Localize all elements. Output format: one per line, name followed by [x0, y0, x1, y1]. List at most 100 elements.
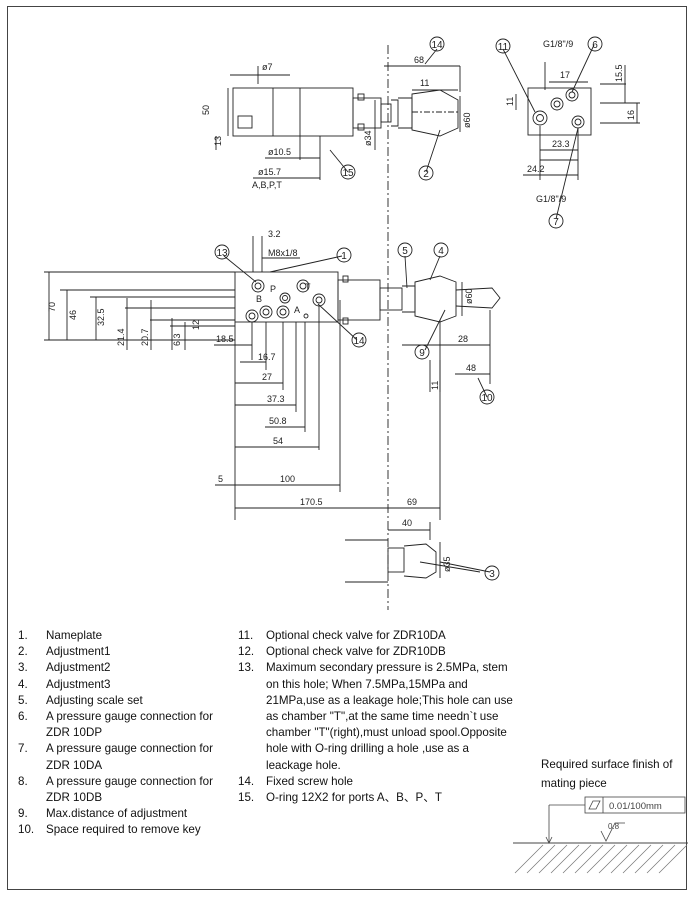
callout-4: 4	[433, 242, 449, 258]
legend-text: Adjustment3	[46, 677, 111, 691]
leader-lines	[223, 44, 595, 573]
dimension-label: 170.5	[300, 497, 323, 507]
callout-14: 14	[351, 332, 367, 348]
legend-text: Max.distance of adjustment	[46, 807, 188, 821]
legend-number: 1.	[18, 629, 28, 642]
dimension-label: 1	[341, 251, 347, 262]
surface-finish-title: Required surface finish of mating piece	[541, 758, 673, 790]
dimension-label: 3.2	[268, 229, 281, 239]
dimension-label: 6	[592, 40, 598, 51]
legend-item: 6. A pressure gauge connection for ZDR 10…	[18, 709, 223, 741]
dimension-label: 5	[402, 246, 408, 257]
legend-text: A pressure gauge connection for ZDR 10DA	[46, 742, 213, 772]
dimension-label: 21.4	[116, 328, 126, 346]
legend-number: 6.	[18, 710, 28, 724]
dimension-label: 24.2	[527, 164, 545, 174]
front-view-dims: 3.2 M8x1/8 70 46 32.5 21.4 20.7 6.3 12 1…	[47, 229, 476, 507]
hatch	[514, 844, 688, 874]
dimension-label: T	[305, 282, 311, 292]
legend-number: 5.	[18, 693, 28, 707]
flatness-value: 0.01/100mm	[609, 801, 662, 812]
legend-item: 14. Fixed screw hole	[238, 774, 513, 790]
callout-6: 6	[587, 36, 603, 52]
legend-item: 4. Adjustment3	[18, 677, 223, 693]
legend-text: Optional check valve for ZDR10DA	[266, 629, 446, 642]
dimension-label: 13	[216, 248, 228, 259]
dimension-label: A,B,P,T	[252, 180, 282, 190]
legend-text: Adjusting scale set	[46, 693, 143, 707]
legend-number: 12.	[238, 645, 255, 659]
legend-number: 15.	[238, 791, 255, 805]
top-view	[215, 65, 461, 180]
dimension-label: ø10.5	[268, 147, 291, 157]
dimension-label: ø60	[464, 288, 474, 304]
bottom-view	[345, 522, 481, 583]
callout-1: 1	[336, 247, 352, 263]
legend-item: 8.A pressure gauge connection for ZDR 10…	[18, 774, 223, 806]
dimension-label: 9	[419, 348, 425, 359]
top-view-dims: ø7 50 13 ø10.5 ø15.7 A,B,P,T ø34 68 11 ø…	[201, 55, 472, 190]
legend-item: 11. Optional check valve for ZDR10DA	[238, 628, 513, 644]
dimension-label: 46	[68, 310, 78, 320]
bottom-view-dims: 40 ø35	[402, 518, 452, 572]
dimension-label: 28	[458, 334, 468, 344]
callout-15: 15	[340, 164, 356, 180]
legend-item: 2.Adjustment1	[18, 644, 223, 660]
legend-text: Nameplate	[46, 629, 103, 642]
dimension-label: 70	[47, 302, 57, 312]
dimension-label: ø35	[442, 556, 452, 572]
roughness-value: 0.8	[608, 822, 620, 831]
dimension-label: ø60	[462, 112, 472, 128]
legend-number: 3.	[18, 661, 28, 675]
side-view	[515, 62, 640, 180]
legend-item: 9.Max.distance of adjustment	[18, 806, 223, 822]
legend-number: 2.	[18, 645, 28, 659]
dimension-label: 50	[201, 105, 211, 115]
dimension-label: 11	[420, 78, 429, 88]
dimension-label: 4	[438, 246, 444, 257]
legend-text: Fixed screw hole	[266, 774, 353, 788]
legend-item: 3.Adjustment2	[18, 660, 223, 676]
callout-9: 14	[429, 36, 445, 52]
dimension-label: G1/8"/9	[543, 39, 573, 49]
dimension-label: 16.7	[258, 352, 276, 362]
legend-item: 5. Adjusting scale set	[18, 693, 223, 709]
legend-text: O-ring 12X2 for ports A、B、P、T	[266, 791, 442, 805]
dimension-label: 12	[191, 320, 201, 330]
dimension-label: 68	[414, 55, 424, 65]
legend-text: Space required to remove key	[46, 823, 201, 837]
dimension-label: 2	[423, 169, 429, 180]
callout-2: 2	[418, 165, 434, 181]
callout-7: 7	[548, 213, 564, 229]
dimension-label: 11	[498, 42, 509, 53]
surface-finish-note: Required surface finish of mating piece …	[513, 755, 688, 875]
legend-item: 15. O-ring 12X2 for ports A、B、P、T	[238, 790, 513, 806]
legend-text: A pressure gauge connection for ZDR 10DB	[46, 774, 213, 805]
dimension-label: 6.3	[172, 333, 182, 346]
dimension-label: 27	[262, 372, 272, 382]
legend-item: 10.Space required to remove key	[18, 822, 223, 838]
legend-item: 12. Optional check valve for ZDR10DB	[238, 644, 513, 660]
dimension-label: 100	[280, 474, 295, 484]
legend-text: A pressure gauge connection for ZDR 10DP	[46, 710, 213, 740]
callout-circles: 14 15 2 11 6 7 13 1 5 4 14 9 10 3	[214, 36, 603, 581]
dimension-label: 10	[481, 393, 493, 404]
dimension-label: 32.5	[96, 308, 106, 326]
legend-number: 14.	[238, 774, 255, 788]
legend-number: 4.	[18, 677, 28, 691]
legend-number: 7.	[18, 742, 28, 756]
front-view	[44, 236, 501, 520]
dimension-label: G1/8"/9	[536, 194, 566, 204]
legend-text: Maximum secondary pressure is 2.5MPa, st…	[266, 661, 513, 772]
dimension-label: 48	[466, 363, 476, 373]
legend-item: 13.Maximum secondary pressure is 2.5MPa,…	[238, 660, 513, 773]
dimension-label: ø7	[262, 62, 273, 72]
dimension-label: 11	[505, 97, 515, 106]
callout-10: 10	[479, 389, 495, 405]
callout-13: 13	[214, 244, 230, 260]
side-view-dims: G1/8"/9 17 15.5 16 11 23.3 24.2 G1/8"/9	[505, 39, 636, 204]
legend-number: 11.	[238, 629, 254, 642]
legend-text: Optional check valve for ZDR10DB	[266, 645, 446, 659]
dimension-label: 23.3	[552, 139, 570, 149]
